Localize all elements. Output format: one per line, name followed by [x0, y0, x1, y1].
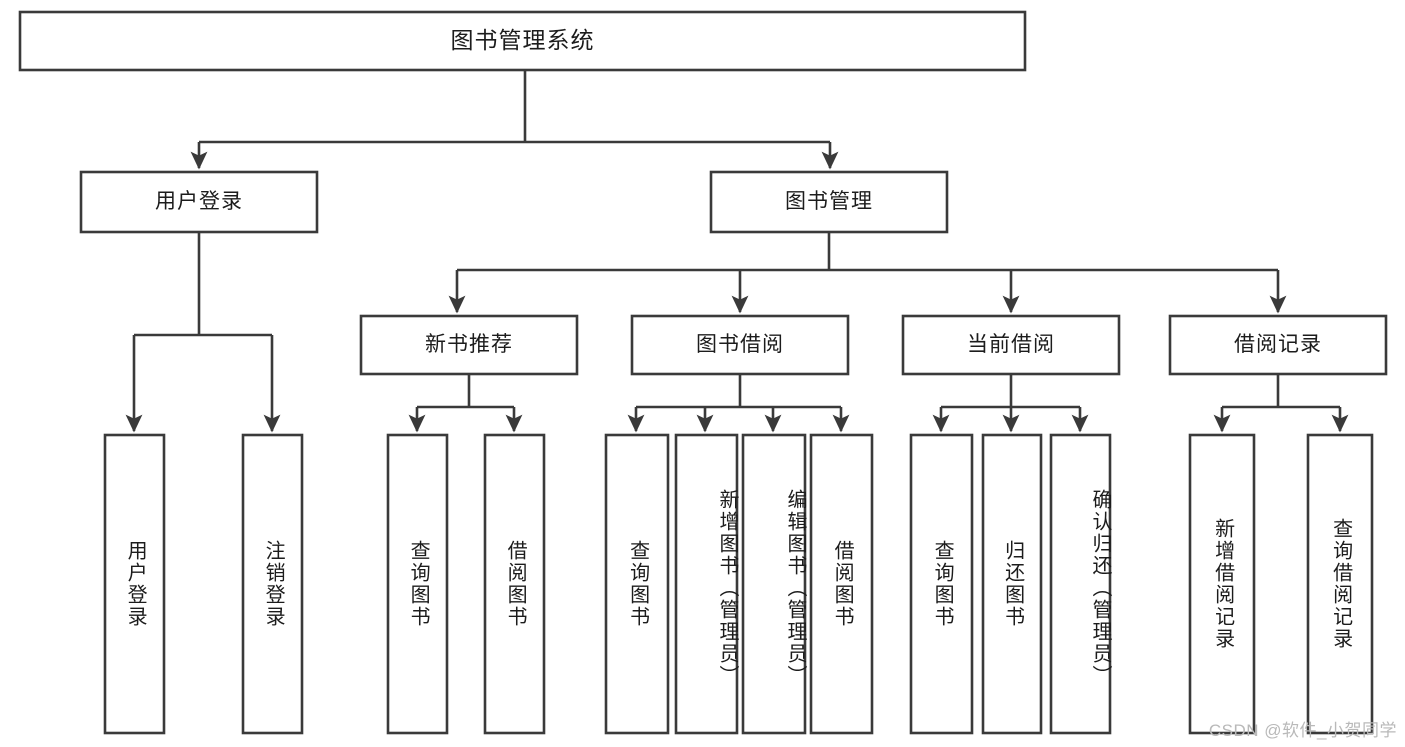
node-box-book-manage	[709, 170, 949, 234]
node-box-root	[18, 10, 1027, 72]
node-box-leaf-confirm-return	[1049, 433, 1112, 735]
node-box-borrow-record	[1168, 314, 1388, 376]
node-box-leaf-return-book	[981, 433, 1043, 735]
node-box-leaf-borrow-book-1	[483, 433, 546, 735]
node-box-leaf-query-record	[1306, 433, 1374, 735]
node-box-leaf-add-record	[1188, 433, 1256, 735]
node-box-leaf-edit-book	[741, 433, 807, 735]
node-box-book-borrow	[630, 314, 850, 376]
node-box-leaf-add-book	[674, 433, 739, 735]
node-box-leaf-query-book-3	[909, 433, 974, 735]
node-box-leaf-logout-login	[241, 433, 304, 735]
node-box-current-borrow	[901, 314, 1121, 376]
node-box-leaf-user-login	[103, 433, 166, 735]
node-box-leaf-query-book-1	[386, 433, 449, 735]
node-box-new-book-recommend	[359, 314, 579, 376]
node-box-user-login	[79, 170, 319, 234]
node-box-leaf-borrow-book-2	[809, 433, 874, 735]
node-box-leaf-query-book-2	[604, 433, 670, 735]
